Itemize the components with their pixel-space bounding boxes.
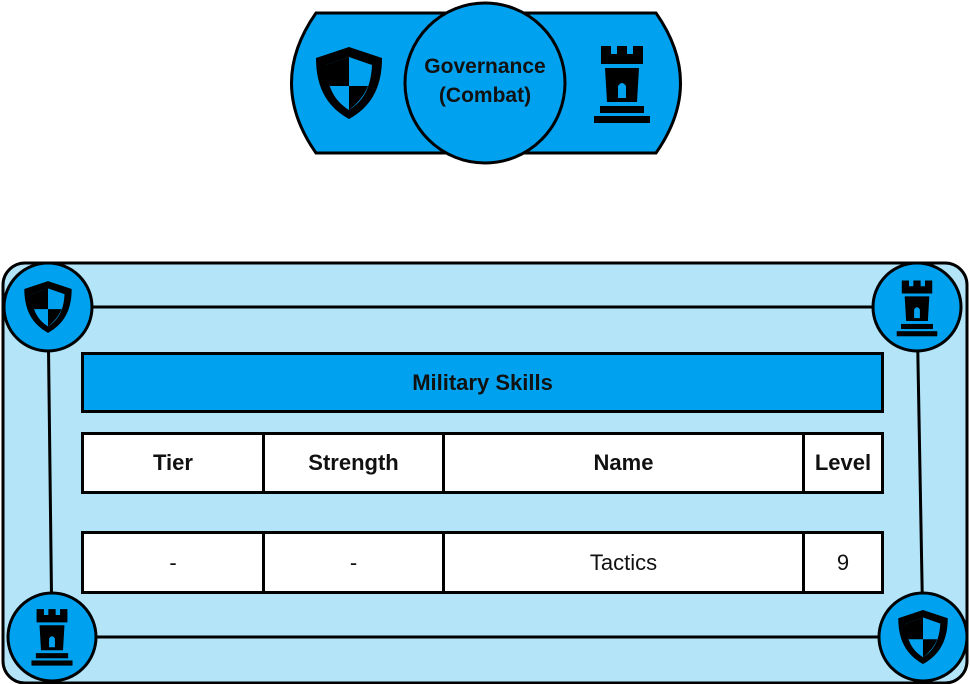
badge-title-line1: Governance [424,55,546,78]
shield-icon [316,47,382,119]
rook-icon [31,609,73,666]
cell-strength: - [262,531,445,594]
column-header-name: Name [442,432,805,494]
badge-title: Governance (Combat) [403,52,567,110]
column-header-level: Level [802,432,884,494]
column-header-tier: Tier [81,432,265,494]
table-title: Military Skills [81,352,884,413]
column-header-strength: Strength [262,432,445,494]
cell-tier: - [81,531,265,594]
cell-level: 9 [802,531,884,594]
shield-icon [898,610,948,664]
rook-icon [594,46,650,123]
shield-icon [24,281,72,333]
rook-icon [896,280,938,337]
cell-name: Tactics [442,531,805,594]
badge-title-line2: (Combat) [438,84,532,107]
